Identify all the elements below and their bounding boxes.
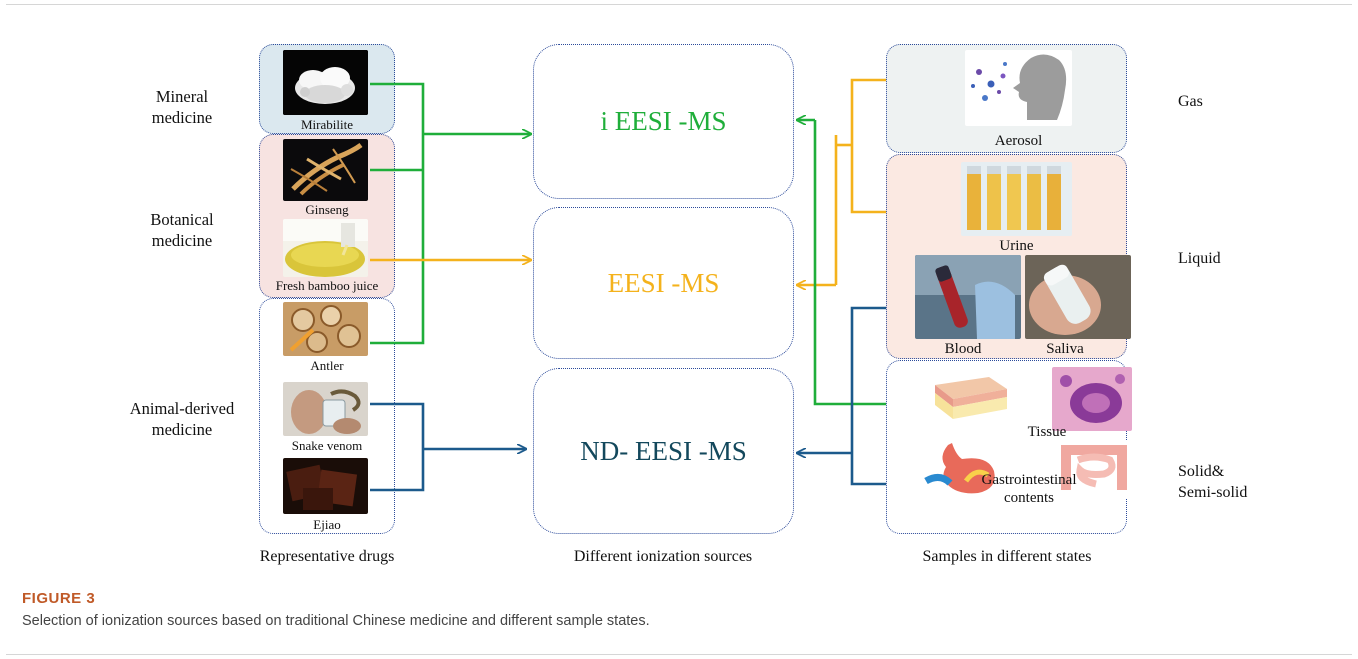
title-representative-drugs: Representative drugs — [259, 548, 395, 565]
green-right-connector — [798, 120, 886, 406]
figure-label: FIGURE 3 — [22, 590, 96, 607]
state-liquid: Liquid — [1178, 250, 1221, 267]
ginseng-caption: Ginseng — [305, 202, 349, 217]
aerosol-image — [965, 50, 1072, 126]
tissue-caption: Tissue — [1027, 424, 1067, 440]
intestine-image — [1056, 440, 1132, 498]
ejiao-caption: Ejiao — [313, 517, 341, 532]
ND-EESI-MS-box: ND- EESI -MS — [533, 368, 794, 534]
figure-caption: Selection of ionization sources based on… — [22, 613, 650, 629]
antler-caption: Antler — [310, 358, 344, 373]
category-botanical-medicine: Botanical medicine — [150, 210, 214, 250]
aerosol-caption: Aerosol — [994, 133, 1043, 149]
bamboo-juice-image — [283, 219, 368, 277]
state-solid-semisolid: Solid& Semi-solid — [1178, 463, 1248, 501]
blood-caption: Blood — [944, 341, 982, 357]
blood-image — [915, 255, 1021, 339]
antler-image — [283, 302, 368, 356]
saliva-image — [1025, 255, 1131, 339]
green-left-connector — [370, 82, 530, 345]
tissue-histology-image — [1052, 367, 1132, 431]
category-animal-derived-medicine: Animal-derived medicine — [129, 399, 235, 439]
navy-right-connector — [798, 306, 886, 486]
stomach-image — [922, 437, 1008, 501]
title-ionization-sources: Different ionization sources — [573, 548, 753, 565]
gi-contents-caption: Gastrointestinal contents — [981, 472, 1077, 506]
iEESI-MS-box: i EESI -MS — [533, 44, 794, 199]
state-gas: Gas — [1178, 93, 1203, 110]
mirabilite-caption: Mirabilite — [301, 117, 353, 132]
mirabilite-image — [283, 50, 368, 115]
urine-caption: Urine — [999, 238, 1034, 254]
yellow-right-connector — [798, 78, 886, 285]
ejiao-image — [283, 458, 368, 514]
title-sample-states: Samples in different states — [922, 548, 1092, 565]
navy-left-connector — [370, 402, 525, 492]
bamboo-juice-caption: Fresh bamboo juice — [275, 278, 379, 293]
figure-frame — [6, 4, 1352, 655]
saliva-caption: Saliva — [1046, 341, 1084, 357]
snake-venom-image — [283, 382, 368, 436]
urine-image — [961, 162, 1072, 236]
category-mineral-medicine: Mineral medicine — [151, 87, 213, 127]
snake-venom-caption: Snake venom — [291, 438, 363, 453]
tissue-skin-image — [929, 371, 1011, 427]
EESI-MS-box: EESI -MS — [533, 207, 794, 359]
ginseng-image — [283, 139, 368, 201]
